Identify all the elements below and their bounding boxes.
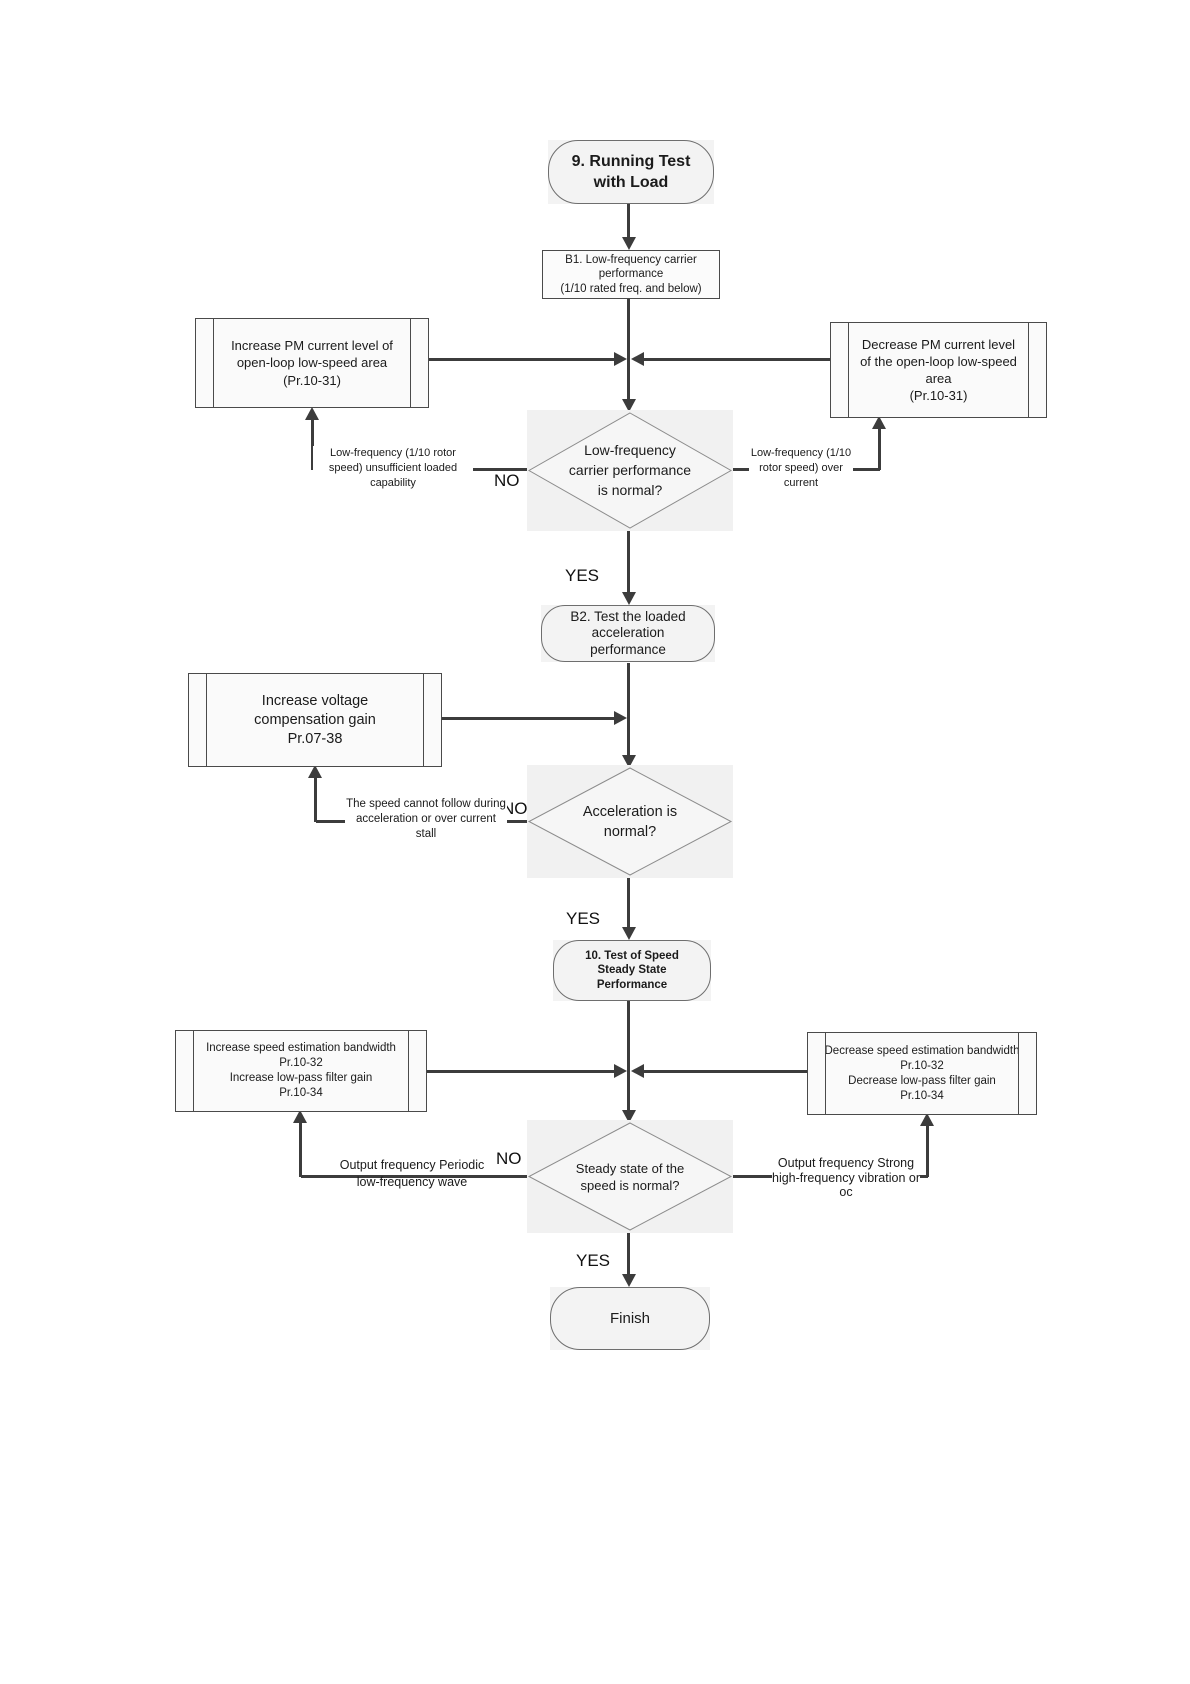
arrowhead-down-icon — [622, 755, 636, 768]
arrowhead-down-icon — [622, 592, 636, 605]
arrowhead-right-icon — [614, 352, 627, 366]
edge-label-lf-right: Low-frequency (1/10 rotor speed) over cu… — [749, 446, 853, 491]
node-decrease-bandwidth: Decrease speed estimation bandwidth Pr.1… — [807, 1032, 1037, 1115]
arrowhead-up-icon — [305, 407, 319, 420]
process-bar — [848, 323, 849, 417]
edge-label-no: NO — [494, 471, 520, 490]
node-b1-label: B1. Low-frequency carrier performance (1… — [560, 254, 702, 295]
edge-label-no: NO — [496, 1149, 522, 1168]
edge-label-accel-no: The speed cannot follow during accelerat… — [345, 797, 507, 842]
connector-decreasepm-merge — [644, 358, 830, 361]
decision-acceleration-label: Acceleration is normal? — [582, 804, 678, 840]
decision-steady-state: Steady state of the speed is normal? — [527, 1120, 733, 1233]
process-bar — [825, 1033, 826, 1114]
process-bar — [1018, 1033, 1019, 1114]
arrowhead-down-icon — [622, 237, 636, 250]
arrowhead-left-icon — [631, 352, 644, 366]
connector-speedtest-d3 — [627, 1001, 630, 1110]
connector-d3-finish — [627, 1231, 630, 1274]
connector-increasebw-merge — [425, 1070, 614, 1073]
process-bar — [423, 674, 424, 766]
process-bar — [213, 319, 214, 407]
connector-decreasebw-merge — [644, 1070, 807, 1073]
process-bar — [408, 1031, 409, 1111]
connector-b1-d1 — [627, 297, 630, 399]
arrowhead-down-icon — [622, 1110, 636, 1123]
decision-carrier-performance: Low-frequency carrier performance is nor… — [527, 410, 733, 531]
diamond-shape — [527, 412, 733, 529]
node-start: 9. Running Test with Load — [548, 140, 714, 204]
arrowhead-right-icon — [614, 1064, 627, 1078]
decision-acceleration: Acceleration is normal? — [527, 765, 733, 878]
arrowhead-right-icon — [614, 711, 627, 725]
arrowhead-up-icon — [308, 765, 322, 778]
connector-start-b1 — [627, 204, 630, 240]
edge-label-steady-no: Output frequency Periodic low-frequency … — [339, 1158, 485, 1189]
node-b2: B2. Test the loaded acceleration perform… — [541, 605, 715, 662]
process-bar — [410, 319, 411, 407]
node-b2-label: B2. Test the loaded acceleration perform… — [570, 608, 686, 657]
arrowhead-up-icon — [872, 416, 886, 429]
edge-label-yes: YES — [576, 1251, 611, 1270]
decision-steady-state-label: Steady state of the speed is normal? — [575, 1160, 685, 1194]
node-increase-voltage-gain: Increase voltage compensation gain Pr.07… — [188, 673, 442, 767]
connector-d3-right-v — [926, 1126, 929, 1177]
node-speed-test: 10. Test of Speed Steady State Performan… — [553, 940, 711, 1001]
node-speed-test-label: 10. Test of Speed Steady State Performan… — [585, 949, 679, 991]
edge-label-yes: YES — [566, 909, 601, 928]
arrowhead-down-icon — [622, 399, 636, 412]
process-bar — [1028, 323, 1029, 417]
node-increase-bandwidth-label: Increase speed estimation bandwidth Pr.1… — [206, 1042, 396, 1099]
node-decrease-bandwidth-label: Decrease speed estimation bandwidth Pr.1… — [824, 1044, 1020, 1102]
node-finish-label: Finish — [609, 1310, 650, 1327]
node-increase-voltage-gain-label: Increase voltage compensation gain Pr.07… — [254, 692, 376, 747]
node-start-label: 9. Running Test with Load — [571, 153, 691, 191]
connector-voltage-merge — [440, 717, 614, 720]
diamond-shape — [527, 767, 733, 876]
node-decrease-pm-current-label: Decrease PM current level of the open-lo… — [860, 337, 1017, 403]
decision-carrier-performance-label: Low-frequency carrier performance is nor… — [568, 442, 692, 498]
node-increase-bandwidth: Increase speed estimation bandwidth Pr.1… — [175, 1030, 427, 1112]
edge-label-yes: YES — [565, 566, 600, 585]
connector-d1-b2 — [627, 529, 630, 592]
arrowhead-down-icon — [622, 927, 636, 940]
arrowhead-up-icon — [293, 1110, 307, 1123]
arrowhead-down-icon — [622, 1274, 636, 1287]
process-bar — [193, 1031, 194, 1111]
arrowhead-up-icon — [920, 1113, 934, 1126]
connector-b2-d2 — [627, 663, 630, 755]
connector-d3-no-v — [299, 1123, 302, 1177]
diamond-shape — [527, 1122, 733, 1231]
connector-d3-no-h — [301, 1175, 532, 1178]
node-increase-pm-current-label: Increase PM current level of open-loop l… — [231, 337, 393, 388]
connector-d2-speedtest — [627, 877, 630, 927]
arrowhead-left-icon — [631, 1064, 644, 1078]
edge-label-lf-left: Low-frequency (1/10 rotor speed) unsuffi… — [313, 446, 473, 491]
connector-d2-no-v — [314, 778, 317, 822]
connector-increasepm-merge — [427, 358, 614, 361]
node-decrease-pm-current: Decrease PM current level of the open-lo… — [830, 322, 1047, 418]
node-finish: Finish — [550, 1287, 710, 1350]
process-bar — [206, 674, 207, 766]
node-increase-pm-current: Increase PM current level of open-loop l… — [195, 318, 429, 408]
edge-label-steady-right: Output frequency Strong high-frequency v… — [772, 1156, 920, 1200]
node-b1: B1. Low-frequency carrier performance (1… — [542, 250, 720, 299]
connector-d1-right-v — [878, 429, 881, 470]
connector-d1-no-v — [311, 420, 314, 470]
edge-label-no: NO — [502, 799, 528, 818]
